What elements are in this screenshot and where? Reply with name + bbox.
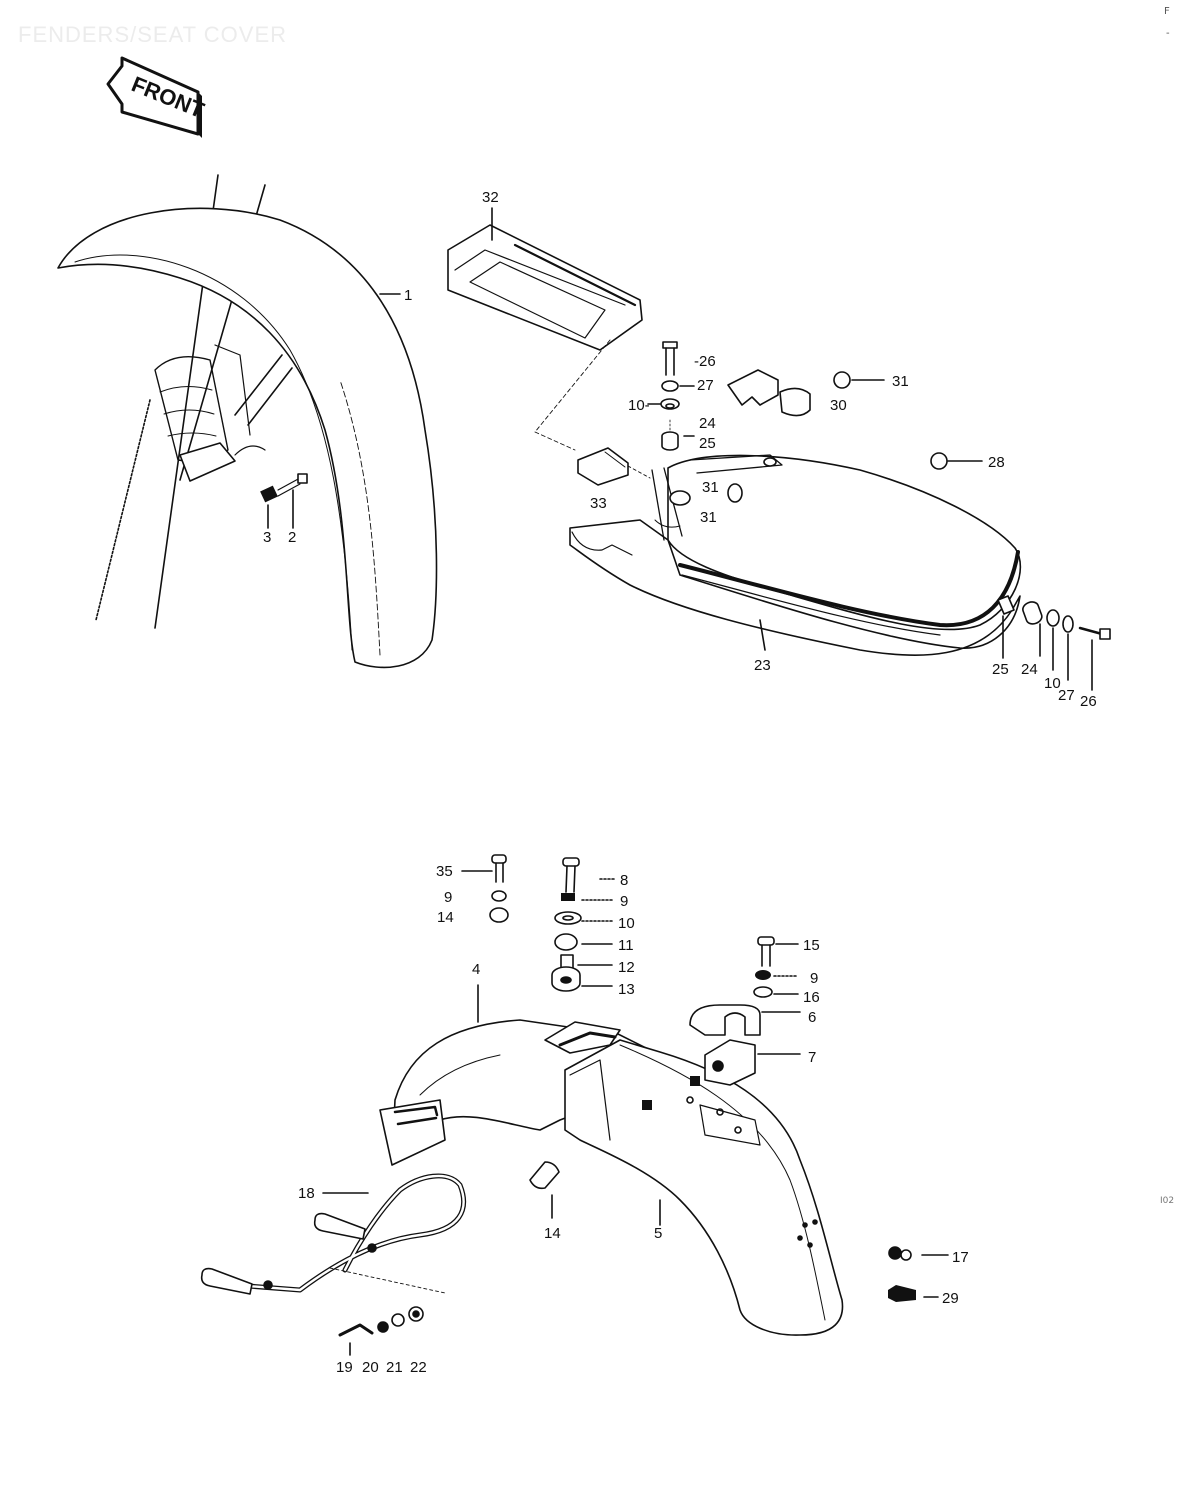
seat-hook-bracket (727, 369, 983, 470)
callout-12: 12 (618, 959, 635, 976)
callout-25-top: 25 (699, 435, 716, 452)
corner-mark: F (1164, 6, 1170, 17)
callout-16: 16 (803, 989, 820, 1006)
seat (569, 454, 1022, 656)
front-arrow: FRONT (106, 56, 208, 138)
callout-9-center: 9 (620, 893, 628, 910)
callout-26-top: -26 (694, 353, 716, 370)
seat-cover (447, 207, 643, 451)
callout-8: 8 (620, 872, 628, 889)
callout-23: 23 (754, 657, 771, 674)
seat-rear-fasteners (997, 595, 1111, 691)
callout-9-right: 9 (810, 970, 818, 987)
callout-24-top: 24 (699, 415, 716, 432)
callout-3: 3 (263, 529, 271, 546)
callout-10-top: 10- (628, 397, 650, 414)
callout-9-left: 9 (444, 889, 452, 906)
callout-33: 33 (590, 495, 607, 512)
callout-27-rear: 27 (1058, 687, 1075, 704)
callout-20: 20 (362, 1359, 379, 1376)
callout-19: 19 (336, 1359, 353, 1376)
callout-17: 17 (952, 1249, 969, 1266)
callout-30: 30 (830, 397, 847, 414)
callout-32: 32 (482, 189, 499, 206)
callout-29: 29 (942, 1290, 959, 1307)
callout-2: 2 (288, 529, 296, 546)
page-title: FENDERS/SEAT COVER (18, 22, 288, 47)
reflector-parts (888, 1246, 949, 1302)
callout-25-rear: 25 (992, 661, 1009, 678)
callout-5: 5 (654, 1225, 662, 1242)
callout-35: 35 (436, 863, 453, 880)
front-fender (57, 174, 438, 669)
side-code: I02 (1160, 1196, 1175, 1206)
callout-4: 4 (472, 961, 480, 978)
callout-31-c: 31 (700, 509, 717, 526)
seat-lock (577, 447, 651, 486)
corner-dash: - (1166, 28, 1170, 39)
seat-hinge-fasteners (647, 341, 695, 451)
callout-11: 11 (618, 937, 634, 954)
callout-13: 13 (618, 981, 635, 998)
callout-26-rear: 26 (1080, 693, 1097, 710)
callout-1: 1 (404, 287, 412, 304)
callout-6: 6 (808, 1009, 816, 1026)
rear-fender-fasteners-center (551, 857, 615, 992)
callout-31-a: 31 (892, 373, 909, 390)
callout-18: 18 (298, 1185, 315, 1202)
callout-14-upper: 14 (437, 909, 454, 926)
callout-27-top: 27 (697, 377, 714, 394)
callout-14-lower: 14 (544, 1225, 561, 1242)
callout-7: 7 (808, 1049, 816, 1066)
callout-21: 21 (386, 1359, 403, 1376)
callout-31-b: 31 (702, 479, 719, 496)
callout-10-rear: 10 (1044, 675, 1061, 692)
callout-28: 28 (988, 454, 1005, 471)
rear-fender-fasteners-right (642, 936, 801, 1110)
rear-fender-fasteners-left (461, 854, 509, 923)
callout-10-center: 10 (618, 915, 635, 932)
callout-22: 22 (410, 1359, 427, 1376)
grab-handle (200, 1173, 467, 1356)
callout-15: 15 (803, 937, 820, 954)
rear-fender (379, 984, 844, 1336)
callout-24-rear: 24 (1021, 661, 1038, 678)
